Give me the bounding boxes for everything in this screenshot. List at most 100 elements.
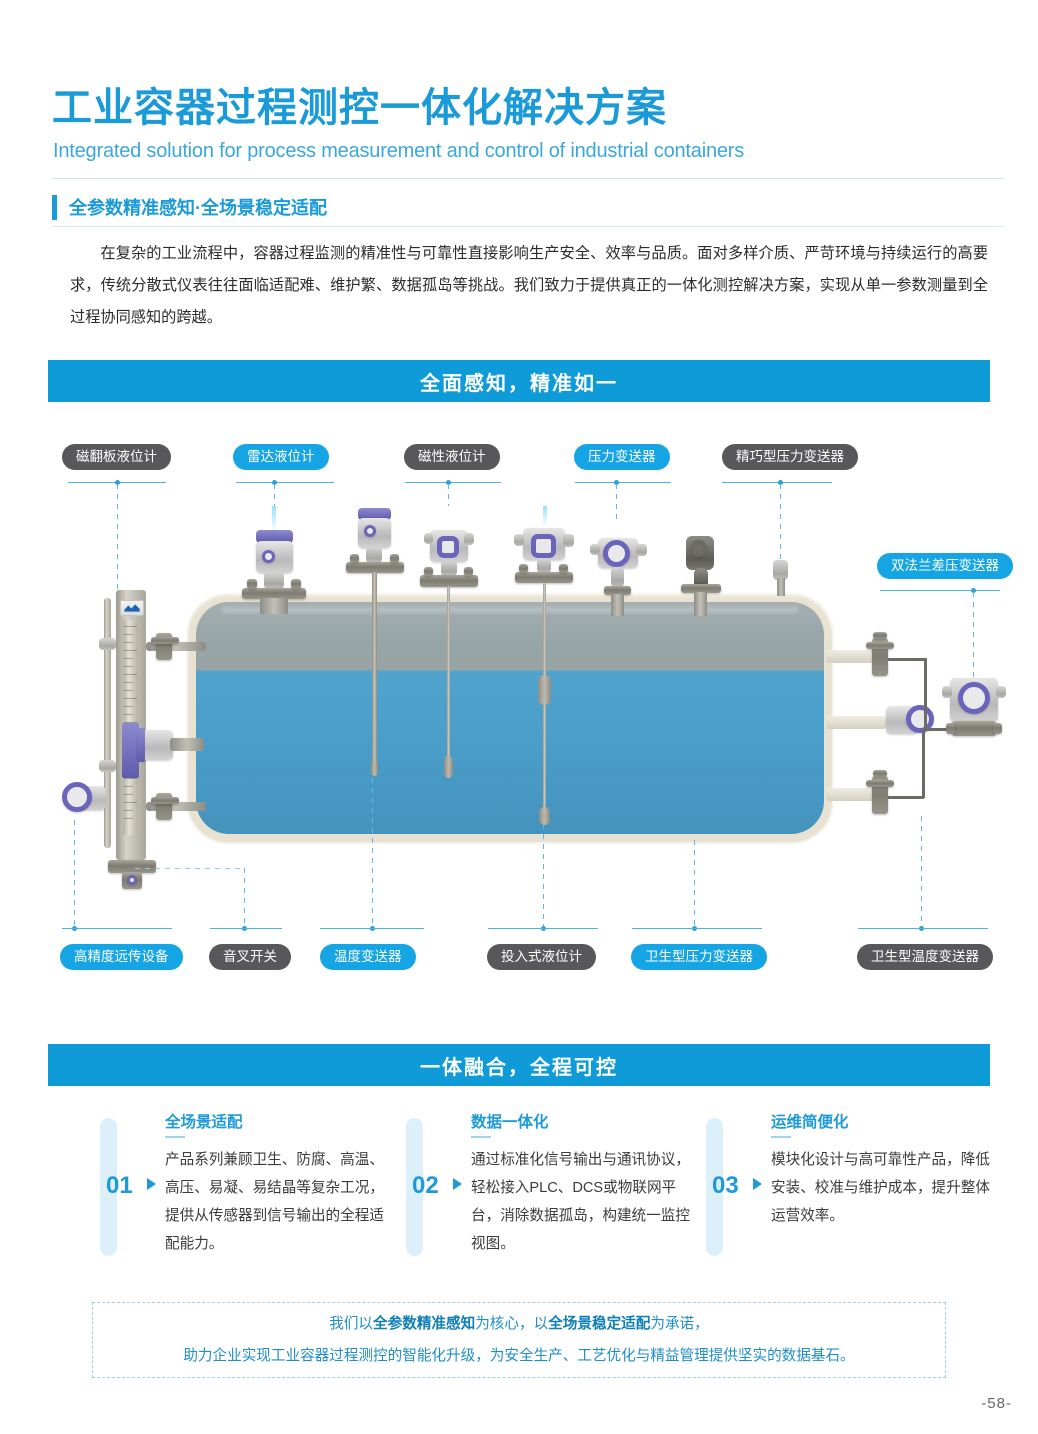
radar-beam: [272, 506, 276, 532]
leader-line: [858, 928, 988, 929]
feature-body: 产品系列兼顾卫生、防腐、高温、高压、易凝、易结晶等复杂工况，提供从传感器到信号输…: [165, 1146, 393, 1258]
pill-sanitary-pressure-transmitter[interactable]: 卫生型压力变送器: [631, 944, 767, 970]
mlg-bottom-valve-stem: [151, 797, 179, 804]
leader-line-vertical: [780, 484, 781, 560]
pill-sanitary-temperature-transmitter[interactable]: 卫生型温度变送器: [857, 944, 993, 970]
mlg-transmitter-cap: [137, 728, 145, 762]
leader-line-vertical: [74, 820, 75, 928]
feature-number: 03: [712, 1172, 739, 1200]
pt-neck: [441, 561, 457, 576]
cpt-nozzle: [611, 594, 624, 616]
submersible-beam: [543, 506, 547, 526]
pill-magnetic-level-gauge[interactable]: 磁性液位计: [404, 444, 500, 470]
leader-line: [575, 482, 671, 483]
mlg-tick: [124, 682, 133, 683]
summary-line-2: 助力企业实现工业容器过程测控的智能化升级，为安全生产、工艺优化与精益管理提供坚实…: [183, 1343, 854, 1369]
mlg-tick: [124, 778, 137, 779]
summary-emphasis-2: 全场景稳定适配: [548, 1316, 650, 1332]
leader-line-vertical: [694, 840, 695, 928]
leader-line: [880, 590, 1000, 591]
mlg2-flange-bolt: [350, 554, 359, 563]
leader-line: [722, 482, 832, 483]
summary-text-e: 为承诺，: [650, 1316, 708, 1332]
chevron-right-icon: [147, 1178, 156, 1190]
sub-sensor-weight: [539, 807, 550, 825]
vessel-tank: [186, 592, 834, 844]
mlg-tick: [124, 666, 133, 667]
sub-conduit-right: [563, 534, 574, 547]
mlg-tick: [124, 634, 133, 635]
sub-flange-bolt: [519, 564, 528, 573]
pill-double-flange-dp-transmitter[interactable]: 双法兰差压变送器: [877, 553, 1013, 579]
vessel-lower-nozzle: [826, 788, 878, 801]
leader-line: [210, 928, 282, 929]
leader-line-vertical: [117, 484, 118, 589]
sub-neck: [537, 559, 551, 573]
sub-float: [538, 675, 551, 705]
mlg2-display-window: [364, 525, 376, 537]
mlg-tick: [124, 786, 133, 787]
leader-line: [632, 928, 762, 929]
capillary-bottom-run: [888, 796, 924, 799]
sub-conduit-left: [514, 534, 524, 546]
mlg-tick: [124, 642, 133, 643]
lower-valve-handwheel: [873, 770, 887, 777]
dp2-display-ring: [958, 682, 990, 714]
mlg-top-valve-stem: [151, 637, 179, 644]
mlg-rail-clamp: [99, 760, 116, 772]
sub-flange-bolt: [559, 564, 568, 573]
pt-display-window: [437, 536, 459, 558]
mlg-tick: [124, 674, 137, 675]
leader-line: [405, 482, 501, 483]
pt-conduit-right: [464, 533, 474, 545]
lead-paragraph: 在复杂的工业流程中，容器过程监测的精准性与可靠性直接影响生产安全、效率与品质。面…: [70, 238, 988, 334]
upper-valve-stem: [866, 642, 894, 649]
section-bar-integration: 一体融合，全程可控: [48, 1044, 990, 1086]
leader-line-vertical: [372, 778, 373, 928]
pill-radar-level-gauge[interactable]: 雷达液位计: [233, 444, 329, 470]
pill-compact-pressure-transmitter[interactable]: 精巧型压力变送器: [722, 444, 858, 470]
dp2-conduit-left: [942, 686, 952, 698]
capillary-bottom-rise: [922, 730, 925, 798]
mlg2-neck: [366, 547, 382, 563]
upper-valve-handwheel: [873, 632, 887, 639]
lead-heading-group: 全参数精准感知·全场景稳定适配: [52, 194, 327, 220]
capillary-top-run: [888, 658, 926, 661]
leader-line-vertical: [274, 484, 275, 506]
lead-heading: 全参数精准感知·全场景稳定适配: [69, 194, 327, 220]
vessel-highlight: [221, 607, 799, 613]
pill-pressure-transmitter[interactable]: 压力变送器: [574, 444, 670, 470]
mlg-tick: [124, 698, 137, 699]
mlg-tick: [124, 714, 133, 715]
tt-head-body: [773, 560, 788, 580]
mlg-tick: [124, 690, 133, 691]
mlg-tick: [124, 658, 133, 659]
radar-display-window: [262, 550, 275, 563]
vessel-instrumentation-diagram: 磁翻板液位计 雷达液位计 磁性液位计 压力变送器 精巧型压力变送器 双法兰差压变…: [0, 420, 1038, 1000]
pill-high-accuracy-remote-device[interactable]: 高精度远传设备: [60, 944, 183, 970]
radar-neck: [264, 572, 284, 589]
page-subtitle: Integrated solution for process measurem…: [53, 140, 744, 163]
summary-line-1: 我们以全参数精准感知为核心，以全场景稳定适配为承诺，: [329, 1311, 709, 1337]
sub-flange: [515, 572, 573, 583]
vessel-middle-nozzle: [826, 716, 886, 729]
mlg2-probe-tip: [371, 760, 378, 776]
feature-rule: [771, 1136, 791, 1138]
pill-temperature-transmitter[interactable]: 温度变送器: [320, 944, 416, 970]
dp2-manifold: [952, 721, 996, 736]
summary-text-a: 我们以: [329, 1316, 373, 1332]
feature-number: 01: [106, 1172, 133, 1200]
feature-rule: [471, 1136, 491, 1138]
leader-line-vertical: [921, 816, 922, 928]
feature-title: 数据一体化: [471, 1110, 549, 1132]
pt-submersible-weight: [444, 756, 453, 778]
section-bar-perception: 全面感知，精准如一: [48, 360, 990, 402]
leader-line: [62, 928, 172, 929]
remote-device-display-ring: [62, 782, 92, 812]
pill-magnetic-flap-level-gauge[interactable]: 磁翻板液位计: [62, 444, 171, 470]
capillary-top-drop: [924, 658, 927, 730]
lower-valve-stem: [866, 780, 894, 787]
pill-submersible-level-gauge[interactable]: 投入式液位计: [487, 944, 596, 970]
sub-cable-lower: [543, 703, 546, 809]
pill-tuning-fork-switch[interactable]: 音叉开关: [209, 944, 291, 970]
